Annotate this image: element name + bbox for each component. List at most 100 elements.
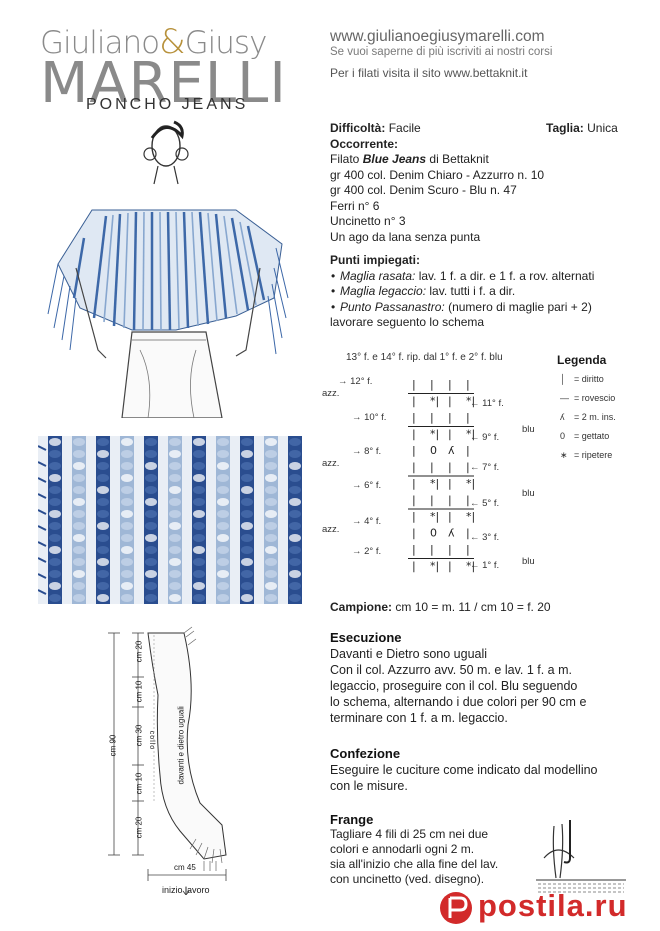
row-label-right: ← 7° f. [470, 462, 500, 473]
chart-cell: ʎ [448, 527, 455, 540]
fashion-illustration [47, 120, 289, 418]
row-label-left: → 6° f. [352, 480, 382, 491]
swatch-stitch [97, 558, 109, 566]
swatch-stitch [289, 522, 301, 530]
materials-line: Uncinetto n° 3 [330, 214, 406, 228]
swatch-stitch [193, 582, 205, 590]
dim-label: cm 20 [134, 816, 144, 839]
chart-cell: *| [430, 477, 439, 490]
swatch-rib [144, 436, 158, 604]
swatch-stitch [97, 546, 109, 554]
swatch-stitch [265, 546, 277, 554]
swatch-stitch [169, 510, 181, 518]
fringe-line: sia all'inizio che alla fine del lav. [330, 857, 499, 871]
swatch-stitch [73, 534, 85, 542]
size-info: Taglia: Unica [546, 121, 618, 137]
swatch-stitch [289, 462, 301, 470]
swatch-stitch [265, 534, 277, 542]
swatch-stitch [97, 486, 109, 494]
watermark-text: postila.ru [478, 888, 628, 923]
swatch-stitch [289, 558, 301, 566]
gauge-row: Campione: cm 10 = m. 11 / cm 10 = f. 20 [330, 600, 551, 616]
swatch-stitch [241, 486, 253, 494]
chart-cell: *| [430, 510, 439, 523]
swatch-stitch [289, 570, 301, 578]
swatch-stitch [193, 438, 205, 446]
swatch-stitch [169, 486, 181, 494]
gauge-label: Campione: [330, 600, 393, 614]
list-item: Punto Passanastro: (numero di maglie par… [331, 299, 630, 316]
color-label-azz: azz. [322, 388, 340, 399]
swatch-stitch [49, 486, 61, 494]
specs-block: Difficoltà: Facile Taglia: Unica Occorre… [330, 121, 630, 245]
legend-label: = diritto [574, 374, 604, 384]
website-link[interactable]: www.giulianoegiusymarelli.com [330, 28, 545, 45]
swatch-fringe [38, 493, 47, 499]
swatch-stitch [193, 510, 205, 518]
swatch-stitch [97, 582, 109, 590]
color-label-blu: blu [522, 556, 535, 567]
swatch-rib [288, 436, 302, 604]
swatch-stitch [265, 498, 277, 506]
chart-cell: | [412, 411, 416, 424]
fringe-line: Tagliare 4 fili di 25 cm nei due [330, 827, 489, 841]
k2tog-symbol-icon: ʎ [560, 412, 565, 422]
swatch-stitch [169, 450, 181, 458]
chart-cell: | [412, 560, 416, 573]
chart-cell: | [412, 477, 416, 490]
dim-label: cm 10 [134, 680, 144, 703]
swatch-stitch [193, 486, 205, 494]
legend-item: │= diritto [560, 374, 640, 393]
swatch-stitch [241, 474, 253, 482]
row-label-left: → 4° f. [352, 516, 382, 527]
chart-cell: | [412, 527, 416, 540]
swatch-stitch [121, 570, 133, 578]
swatch-stitch [265, 438, 277, 446]
swatch-stitch [145, 534, 157, 542]
chart-header: 13° f. e 14° f. rip. dal 1° f. e 2° f. b… [346, 352, 503, 363]
dim-label: cm 30 [134, 724, 144, 747]
swatch-stitch [49, 582, 61, 590]
swatch-stitch [265, 582, 277, 590]
chart-cell: | [430, 543, 434, 556]
stitch-desc: (numero di maglie pari + 2) [448, 299, 592, 314]
swatch-stitch [73, 594, 85, 602]
swatch-stitch [145, 570, 157, 578]
materials-line: gr 400 col. Denim Chiaro - Azzurro n. 10 [330, 167, 545, 182]
materials-yarn: Filato Blue Jeans di Bettaknit [330, 152, 630, 168]
swatch-rib [96, 436, 110, 604]
swatch-stitch [217, 486, 229, 494]
size-label: Taglia: [546, 121, 584, 135]
swatch-stitch [241, 522, 253, 530]
swatch-stitch [169, 474, 181, 482]
yarn-suffix: di Bettaknit [429, 152, 489, 166]
swatch-stitch [121, 462, 133, 470]
swatch-stitch [145, 546, 157, 554]
swatch-stitch [289, 594, 301, 602]
swatch-fringe [38, 509, 47, 515]
chart-cell: | [466, 543, 470, 556]
swatch-stitch [289, 534, 301, 542]
swatch-stitch [169, 534, 181, 542]
swatch-stitch [121, 522, 133, 530]
total-length-label: cm 90 [108, 734, 118, 757]
chart-cell: | [448, 477, 452, 490]
swatch-stitch [193, 570, 205, 578]
swatch-stitch [97, 594, 109, 602]
chart-cell: *| [466, 510, 475, 523]
start-label: inizio lavoro [162, 885, 210, 895]
swatch-stitch [49, 450, 61, 458]
chart-cell: 0 [430, 527, 437, 540]
assembly-title: Confezione [330, 746, 401, 761]
row-label-right: ← 1° f. [470, 560, 500, 571]
swatch-stitch [265, 462, 277, 470]
swatch-stitch [289, 486, 301, 494]
list-item: Maglia rasata: lav. 1 f. a dir. e 1 f. a… [331, 269, 630, 285]
swatch-stitch [265, 474, 277, 482]
swatch-stitch [97, 522, 109, 530]
swatch-stitch [217, 534, 229, 542]
chart-cell: *| [430, 428, 439, 441]
swatch-stitch [217, 510, 229, 518]
execution-title: Esecuzione [330, 630, 402, 645]
